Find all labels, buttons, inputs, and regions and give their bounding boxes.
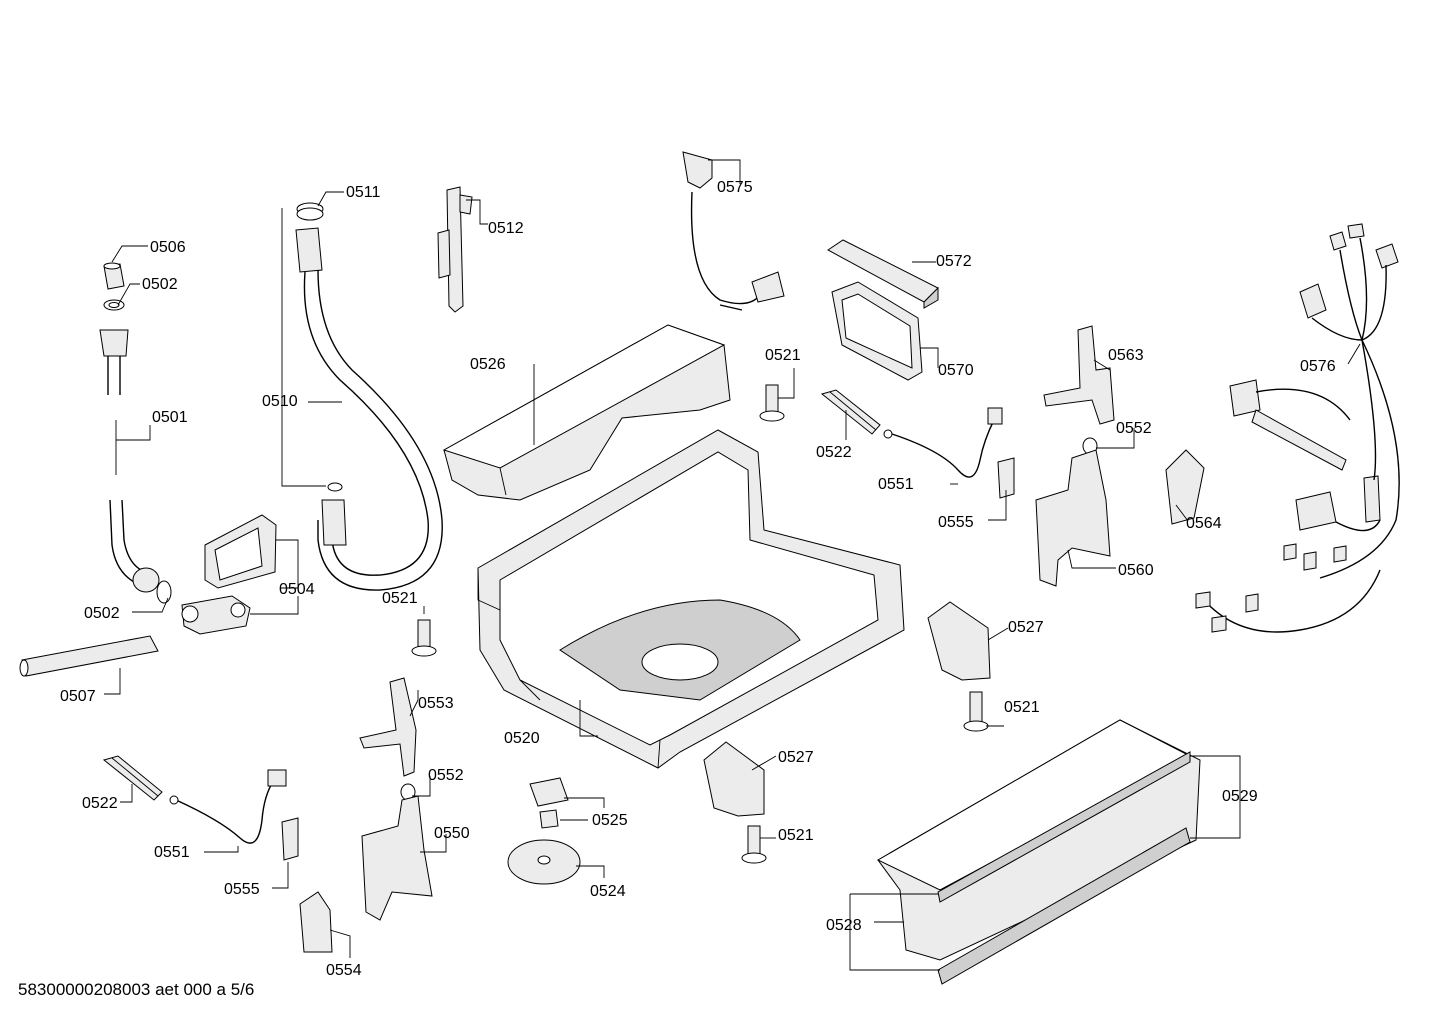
part-0526-insulation xyxy=(442,324,731,501)
part-0555-clip-a xyxy=(997,457,1015,499)
label-0521-left: 0521 xyxy=(382,590,418,607)
label-0507: 0507 xyxy=(60,688,96,705)
label-0572: 0572 xyxy=(936,253,972,270)
callout-labels: 0506 0502 0501 0502 0507 0511 0510 0504 … xyxy=(60,179,1336,979)
label-0521-right: 0521 xyxy=(1004,699,1040,716)
part-0521-screw-b xyxy=(411,619,437,657)
label-0527-center: 0527 xyxy=(778,749,814,766)
part-0554-clip xyxy=(299,891,333,953)
label-0502-bottom: 0502 xyxy=(84,605,120,622)
label-0560: 0560 xyxy=(1118,562,1154,579)
label-0504: 0504 xyxy=(279,581,315,598)
part-0576-harness xyxy=(1195,223,1400,633)
part-0527-foot-a xyxy=(927,601,991,681)
label-0529: 0529 xyxy=(1222,788,1258,805)
part-0572-cover xyxy=(827,239,939,309)
part-0522-spring-b xyxy=(102,755,163,801)
part-0501-inlet-hose xyxy=(99,329,160,593)
label-0520: 0520 xyxy=(504,730,540,747)
label-0551-bottom: 0551 xyxy=(154,844,190,861)
label-0512: 0512 xyxy=(488,220,524,237)
part-0528-strip xyxy=(937,827,1191,985)
part-0521-screw-a xyxy=(759,384,785,422)
part-0575-power-cord xyxy=(682,151,785,311)
label-0528: 0528 xyxy=(826,917,862,934)
part-0529-plinth xyxy=(876,719,1201,961)
part-0506-cap xyxy=(103,262,125,290)
part-0525-block xyxy=(529,777,569,829)
label-0510: 0510 xyxy=(262,393,298,410)
part-0555-clip-b xyxy=(281,817,299,861)
label-0511: 0511 xyxy=(346,184,381,201)
part-0520-base xyxy=(477,429,905,769)
part-0521-screw-d xyxy=(741,825,767,864)
label-0563: 0563 xyxy=(1108,347,1144,364)
label-0552-top: 0552 xyxy=(1116,420,1152,437)
label-0564: 0564 xyxy=(1186,515,1222,532)
label-0576: 0576 xyxy=(1300,358,1336,375)
part-0504-valve xyxy=(181,514,277,635)
label-0550: 0550 xyxy=(434,825,470,842)
label-0526: 0526 xyxy=(470,356,506,373)
label-0502-top: 0502 xyxy=(142,276,178,293)
part-0560-bracket xyxy=(1035,449,1111,587)
part-0551-sensor-b xyxy=(169,769,287,844)
part-0510-drain-hose xyxy=(295,227,443,591)
label-0551-top: 0551 xyxy=(878,476,914,493)
part-0524-disc xyxy=(507,839,581,885)
label-0527-right: 0527 xyxy=(1008,619,1044,636)
document-id-footer: 58300000208003 aet 000 a 5/6 xyxy=(18,980,255,999)
label-0570: 0570 xyxy=(938,362,974,379)
label-0552-bottom: 0552 xyxy=(428,767,464,784)
label-0555-top: 0555 xyxy=(938,514,974,531)
part-0522-spring-a xyxy=(820,389,881,435)
part-0502-seal-bottom xyxy=(156,580,172,604)
part-0564-holder xyxy=(1165,449,1205,525)
part-0512-guide xyxy=(437,186,473,313)
label-0521-bottom: 0521 xyxy=(778,827,814,844)
label-0525: 0525 xyxy=(592,812,628,829)
label-0554: 0554 xyxy=(326,962,362,979)
part-0527-foot-b xyxy=(703,741,765,817)
part-0570-module xyxy=(831,281,923,381)
part-0551-sensor-a xyxy=(883,407,1003,478)
part-0550-bracket xyxy=(361,795,433,921)
part-0563-bracket xyxy=(1043,325,1115,425)
label-0575: 0575 xyxy=(717,179,753,196)
label-0553: 0553 xyxy=(418,695,454,712)
label-0555-bottom: 0555 xyxy=(224,881,260,898)
label-0522-top: 0522 xyxy=(816,444,852,461)
label-0506: 0506 xyxy=(150,239,186,256)
label-0521-top: 0521 xyxy=(765,347,801,364)
label-0524: 0524 xyxy=(590,883,626,900)
part-0511-clamp xyxy=(296,202,324,221)
leader-lines xyxy=(104,159,1361,971)
part-0553-hinge xyxy=(359,677,417,777)
part-0502-seal-top xyxy=(103,299,125,311)
part-0507-tube xyxy=(19,635,159,677)
label-0501: 0501 xyxy=(152,409,188,426)
part-0521-screw-c xyxy=(963,691,989,732)
label-0522-bottom: 0522 xyxy=(82,795,118,812)
